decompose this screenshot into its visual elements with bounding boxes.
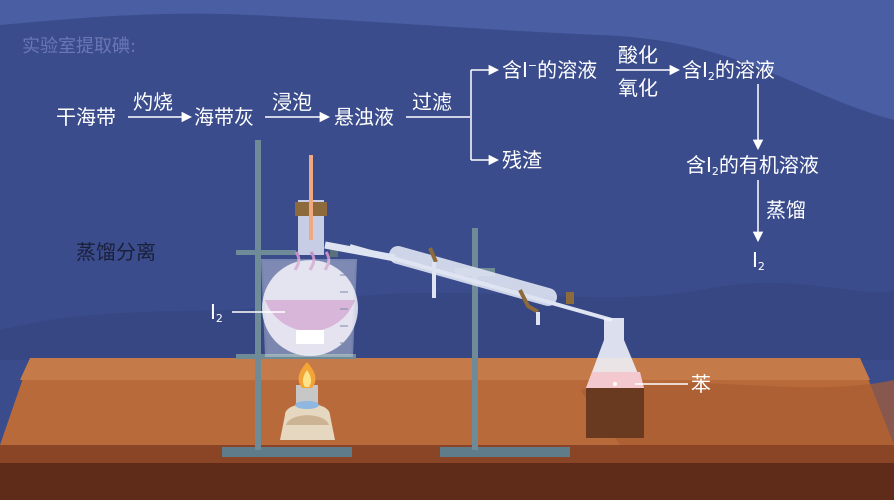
label-distill: 蒸馏 bbox=[766, 198, 806, 222]
water-bath-beaker bbox=[260, 259, 358, 357]
section-distillation-label: 蒸馏分离 bbox=[76, 240, 156, 264]
label-burn: 灼烧 bbox=[133, 90, 173, 114]
step-iodide-solution: 含I−的溶液 bbox=[502, 58, 598, 82]
receiving-flask bbox=[586, 318, 644, 438]
label-flask-i2: I2 bbox=[210, 300, 223, 325]
label-acidify: 酸化 bbox=[618, 43, 658, 67]
step-kelp: 干海带 bbox=[56, 105, 116, 129]
distillation-flask bbox=[262, 155, 396, 356]
alcohol-lamp bbox=[280, 362, 335, 440]
step-organic-solution: 含I2的有机溶液 bbox=[686, 153, 819, 178]
label-benzene: 苯 bbox=[691, 372, 711, 396]
step-ash: 海带灰 bbox=[194, 105, 254, 129]
condenser bbox=[349, 244, 613, 325]
label-filter: 过滤 bbox=[412, 90, 452, 114]
iron-stand-left bbox=[222, 140, 356, 457]
flow-arrows bbox=[128, 64, 764, 243]
step-product-i2: I2 bbox=[752, 248, 765, 273]
lab-table bbox=[0, 358, 894, 500]
label-oxidize: 氧化 bbox=[618, 76, 658, 100]
step-residue: 残渣 bbox=[502, 148, 542, 172]
step-suspension: 悬浊液 bbox=[334, 105, 394, 129]
step-i2-solution: 含I2的溶液 bbox=[682, 58, 775, 83]
label-soak: 浸泡 bbox=[272, 90, 312, 114]
page-title: 实验室提取碘: bbox=[22, 36, 137, 57]
background-waves bbox=[0, 0, 894, 120]
